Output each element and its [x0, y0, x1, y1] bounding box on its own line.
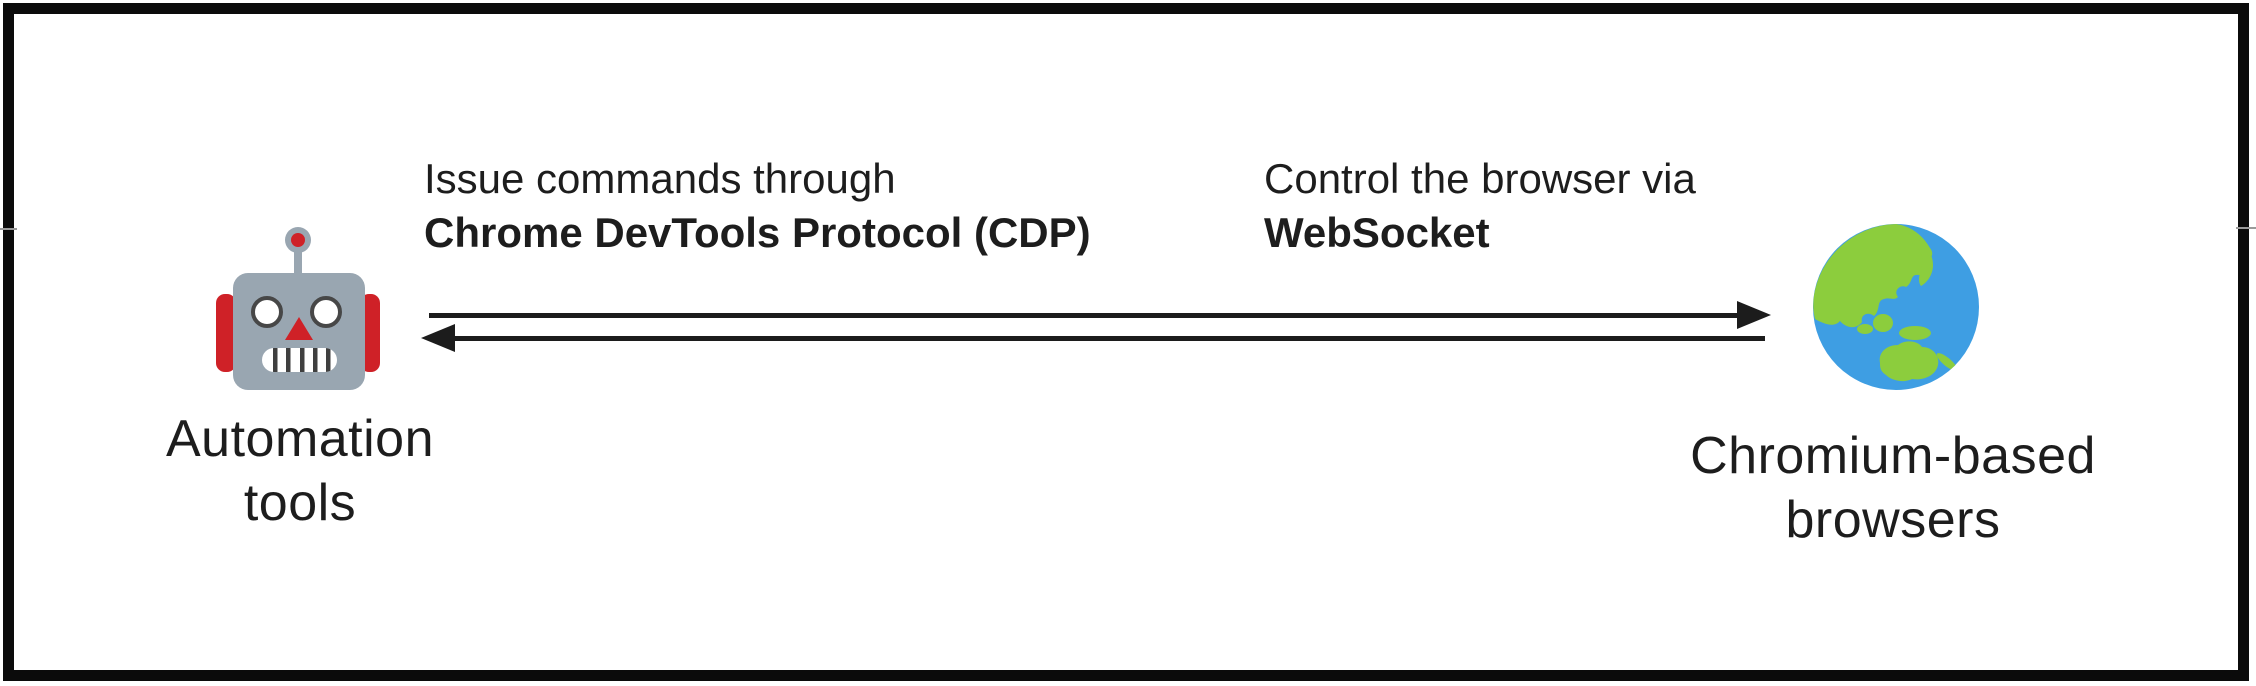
websocket-annotation: Control the browser via WebSocket [1264, 152, 1696, 260]
arrow-to-browser-head-icon [1737, 301, 1771, 329]
cdp-annotation: Issue commands through Chrome DevTools P… [424, 152, 1091, 260]
arrow-to-tools-head-icon [421, 324, 455, 352]
chromium-browsers-label: Chromium-based browsers [1653, 424, 2133, 552]
left-edge-seam-artifact [0, 228, 17, 230]
websocket-annotation-line2: WebSocket [1264, 209, 1490, 256]
right-edge-seam-artifact [2236, 227, 2256, 229]
globe-asia-australia-icon [1813, 224, 1979, 390]
chromium-browsers-label-line2: browsers [1785, 491, 2001, 549]
automation-tools-label: Automation tools [120, 407, 480, 535]
diagram-border-frame [3, 3, 2249, 681]
arrow-to-browser-line [429, 313, 1740, 318]
arrow-to-tools-line [455, 336, 1765, 341]
cdp-annotation-line1: Issue commands through [424, 155, 896, 202]
websocket-annotation-line1: Control the browser via [1264, 155, 1696, 202]
chromium-browsers-label-line1: Chromium-based [1690, 427, 2096, 485]
cdp-annotation-line2: Chrome DevTools Protocol (CDP) [424, 209, 1091, 256]
robot-icon [216, 227, 380, 390]
automation-tools-label-line2: tools [243, 474, 357, 532]
automation-tools-label-line1: Automation [165, 410, 435, 468]
